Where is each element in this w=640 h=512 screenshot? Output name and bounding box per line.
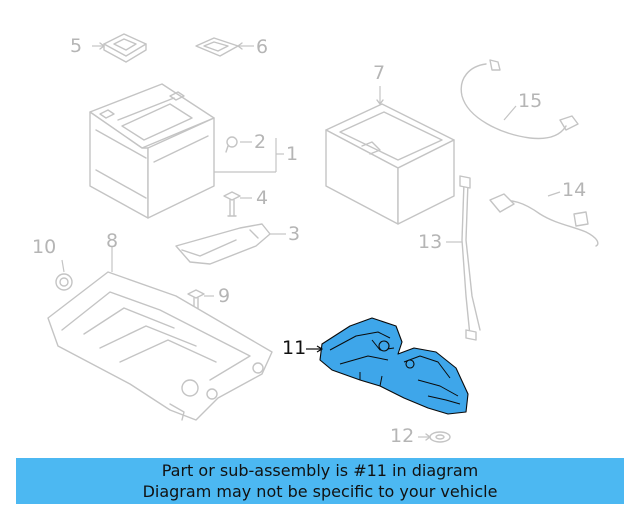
part-13-cable: [446, 175, 481, 341]
callout-10-label: 10: [32, 236, 57, 258]
info-banner: Part or sub-assembly is #11 in diagram D…: [16, 458, 624, 504]
callout-15-label: 15: [518, 90, 543, 112]
callout-9-label: 9: [218, 285, 231, 307]
banner-line-part: Part or sub-assembly is #11 in diagram: [161, 461, 479, 480]
part-2-clip: [225, 136, 252, 153]
callout-14-label: 14: [562, 179, 587, 201]
callout-7-label: 7: [373, 62, 386, 84]
part-4-bolt: [223, 191, 252, 217]
callout-4-label: 4: [256, 187, 269, 209]
part-11-bracket: [306, 317, 469, 415]
part-6-pad: [195, 37, 254, 57]
part-8-carrier: [47, 246, 273, 421]
callout-13-label: 13: [418, 231, 443, 253]
part-10-grommet: [55, 259, 73, 291]
callout-1-label: 1: [286, 143, 299, 165]
banner-line-disclaimer: Diagram may not be specific to your vehi…: [142, 482, 498, 501]
part-12-washer: [418, 431, 451, 443]
part-3-bracket: [175, 223, 286, 265]
callout-11-label: 11: [282, 337, 307, 359]
callout-2-label: 2: [254, 131, 267, 153]
part-15-cable: [460, 59, 579, 140]
callout-12-label: 12: [390, 425, 415, 447]
callout-3-label: 3: [288, 223, 301, 245]
part-14-cable: [489, 191, 599, 247]
part-7-tray-box: [325, 86, 455, 225]
part-5-module: [92, 33, 147, 63]
callout-6-label: 6: [256, 36, 269, 58]
callout-5-label: 5: [70, 35, 83, 57]
part-1-battery: [89, 83, 284, 219]
callout-8-label: 8: [106, 230, 119, 252]
